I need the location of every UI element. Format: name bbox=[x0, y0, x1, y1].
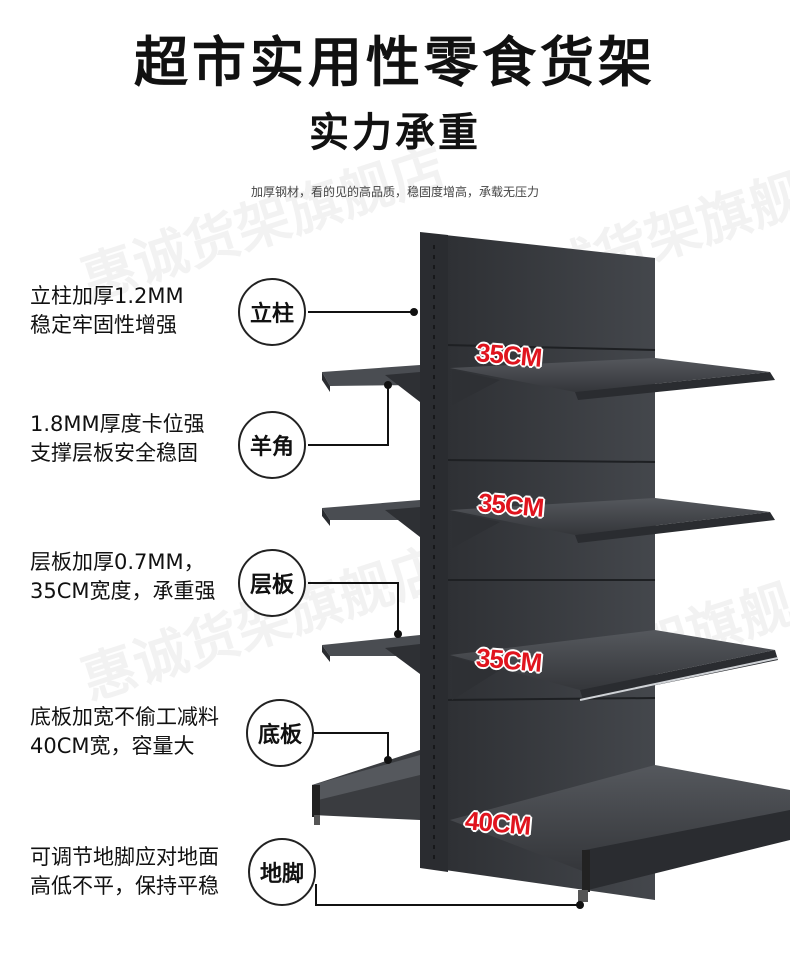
dimension-label: 35CM bbox=[476, 487, 545, 523]
feature-line: 高低不平，保持平稳 bbox=[30, 874, 219, 898]
feature-line: 底板加宽不偷工减料 bbox=[30, 705, 219, 729]
feature-description: 可调节地脚应对地面 高低不平，保持平稳 bbox=[30, 843, 219, 901]
left-base bbox=[312, 750, 420, 825]
feature-line: 支撑层板安全稳固 bbox=[30, 441, 198, 465]
feature-line: 1.8MM厚度卡位强 bbox=[30, 412, 205, 436]
feature-description: 立柱加厚1.2MM 稳定牢固性增强 bbox=[30, 282, 184, 340]
badge-foot: 地脚 bbox=[248, 838, 316, 906]
badge-base-board: 底板 bbox=[246, 699, 314, 767]
feature-description: 层板加厚0.7MM， 35CM宽度，承重强 bbox=[30, 548, 216, 606]
feature-description: 底板加宽不偷工减料 40CM宽，容量大 bbox=[30, 703, 219, 761]
left-shelves bbox=[322, 365, 420, 674]
back-panel bbox=[445, 235, 655, 900]
dimension-label: 40CM bbox=[463, 805, 532, 841]
dimension-label: 35CM bbox=[474, 642, 543, 678]
feature-line: 层板加厚0.7MM， bbox=[30, 550, 205, 574]
badge-shelf-board: 层板 bbox=[238, 549, 306, 617]
feature-line: 35CM宽度，承重强 bbox=[30, 579, 216, 603]
badge-bracket: 羊角 bbox=[238, 411, 306, 479]
feature-line: 40CM宽，容量大 bbox=[30, 734, 195, 758]
tagline: 加厚钢材，看的见的高品质，稳固度增高，承载无压力 bbox=[250, 185, 539, 199]
feature-line: 稳定牢固性增强 bbox=[30, 313, 177, 337]
leader-lines bbox=[308, 311, 580, 906]
badge-upright: 立柱 bbox=[238, 278, 306, 346]
upright-column bbox=[420, 232, 448, 872]
page-subtitle: 实力承重 bbox=[309, 110, 481, 156]
dimension-label: 35CM bbox=[474, 337, 543, 373]
feature-line: 可调节地脚应对地面 bbox=[30, 845, 219, 869]
feature-line: 立柱加厚1.2MM bbox=[30, 284, 184, 308]
right-shelves bbox=[450, 358, 779, 701]
page-title: 超市实用性零食货架 bbox=[134, 31, 656, 94]
right-base bbox=[450, 765, 790, 902]
feature-description: 1.8MM厚度卡位强 支撑层板安全稳固 bbox=[30, 410, 205, 468]
